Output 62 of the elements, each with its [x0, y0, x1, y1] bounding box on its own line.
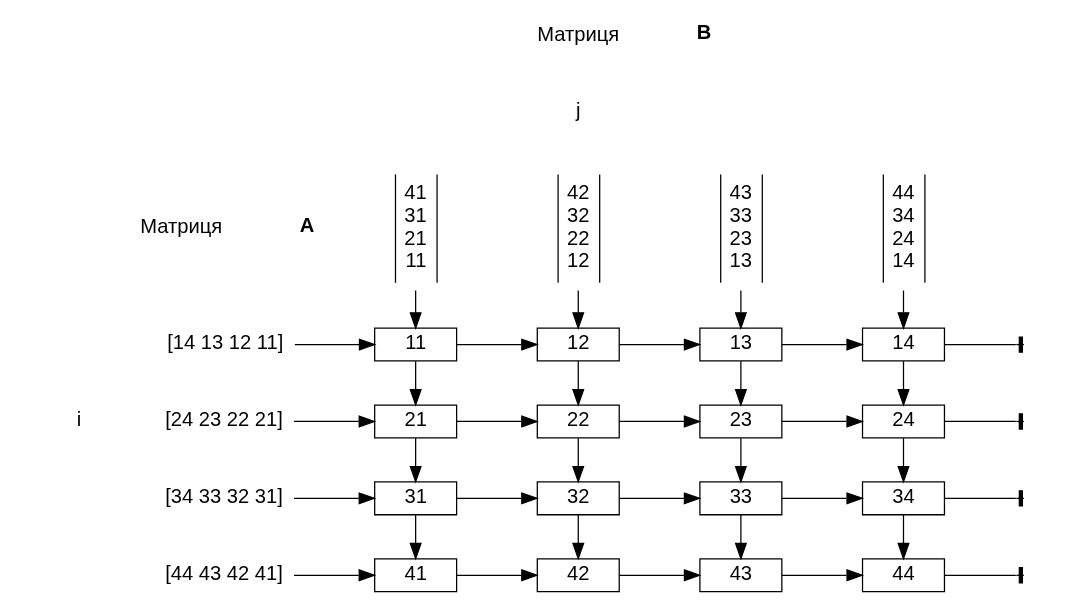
arrow [571, 289, 584, 330]
arrow [292, 569, 376, 582]
label: Матриця [536, 22, 619, 45]
arrow [292, 492, 376, 505]
arrow [293, 338, 376, 351]
arrow [408, 514, 422, 561]
arrow [618, 569, 701, 582]
node-box: 34 [861, 481, 945, 516]
label: Матриця [139, 215, 222, 238]
arrow [780, 492, 864, 505]
node-text: [24 23 22 21] [164, 408, 283, 431]
node-text: [14 13 12 11] [166, 331, 283, 354]
node-box: 14 [861, 327, 945, 362]
node-box: 13 [698, 327, 782, 362]
node-text: 43 33 23 13 [729, 181, 752, 272]
node-box: 32 [536, 481, 620, 516]
arrow [618, 415, 701, 428]
node-box: 42 [536, 558, 620, 593]
label: i [76, 408, 81, 431]
node-text: 44 34 24 14 [891, 181, 915, 272]
arrow [571, 437, 584, 484]
node-text: [34 33 32 31] [164, 485, 283, 508]
arrow [780, 415, 864, 428]
node-text: 42 32 22 12 [566, 181, 589, 272]
arrow [408, 360, 422, 407]
arrow [896, 514, 910, 561]
arrow [455, 569, 539, 582]
arrow [455, 338, 539, 351]
arrow [780, 338, 864, 351]
arrow [618, 338, 701, 351]
arrow [896, 437, 910, 484]
node-box: 21 [373, 404, 457, 439]
node-box: 12 [536, 327, 620, 362]
node-box: 43 [698, 558, 782, 593]
arrow [455, 415, 539, 428]
node-text: 41 31 21 11 [403, 181, 427, 272]
arrow [571, 360, 584, 407]
arrow [408, 437, 422, 484]
label: B [696, 21, 711, 44]
arrow [734, 514, 747, 561]
arrow [455, 492, 539, 505]
label: j [575, 99, 580, 122]
node-box: 24 [861, 404, 945, 439]
node-box: 23 [698, 404, 782, 439]
node-text: [44 43 42 41] [164, 562, 283, 585]
arrow [618, 492, 701, 505]
arrow [408, 289, 422, 330]
node-box: 31 [373, 481, 457, 516]
node-box: 41 [373, 558, 457, 593]
arrow [571, 514, 584, 561]
arrow [734, 437, 747, 484]
label: A [299, 214, 314, 237]
arrow [896, 289, 910, 330]
arrow [734, 360, 747, 407]
node-box: 44 [861, 558, 945, 593]
arrow [780, 569, 864, 582]
node-box: 22 [536, 404, 620, 439]
arrow [292, 415, 376, 428]
arrow [896, 360, 910, 407]
node-box: 33 [698, 481, 782, 516]
node-box: 11 [373, 327, 457, 362]
arrow [734, 289, 747, 330]
